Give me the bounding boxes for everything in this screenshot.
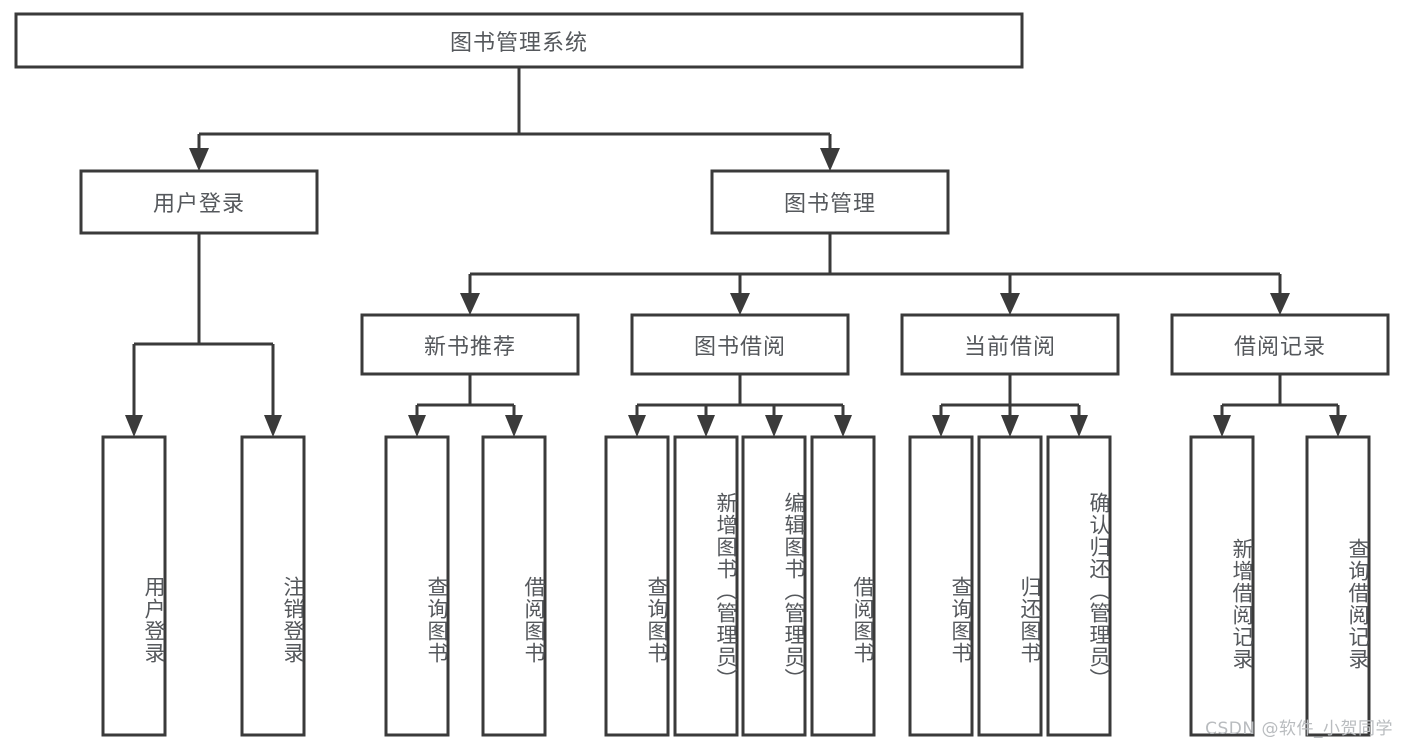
arrow-head-leaf13 bbox=[1329, 415, 1347, 437]
node-box-layer bbox=[14, 12, 1390, 737]
arrow-head-leaf2 bbox=[264, 415, 282, 437]
arrow-head-leaf4 bbox=[505, 415, 523, 437]
arrow-head-current bbox=[1000, 293, 1020, 315]
arrow-head-leaf11 bbox=[1070, 415, 1088, 437]
node-box-leaf6[interactable] bbox=[673, 435, 739, 737]
arrow-head-borrow bbox=[730, 293, 750, 315]
arrow-head-leaf9 bbox=[932, 415, 950, 437]
arrow-head-leaf1 bbox=[125, 415, 143, 437]
arrow-head-login bbox=[189, 148, 209, 171]
node-box-leaf13[interactable] bbox=[1305, 435, 1371, 737]
node-box-leaf9[interactable] bbox=[908, 435, 974, 737]
arrow-head-newbook bbox=[460, 293, 480, 315]
node-box-leaf10[interactable] bbox=[977, 435, 1043, 737]
node-box-leaf12[interactable] bbox=[1189, 435, 1255, 737]
arrow-head-leaf6 bbox=[697, 415, 715, 437]
connector-layer bbox=[125, 67, 1347, 437]
node-box-leaf2[interactable] bbox=[240, 435, 306, 737]
arrow-head-leaf5 bbox=[628, 415, 646, 437]
arrow-head-bookmgmt bbox=[820, 148, 840, 171]
node-box-leaf11[interactable] bbox=[1046, 435, 1112, 737]
node-box-borrow[interactable] bbox=[630, 313, 850, 376]
node-box-records[interactable] bbox=[1170, 313, 1390, 376]
node-box-root[interactable] bbox=[14, 12, 1024, 69]
node-box-leaf8[interactable] bbox=[810, 435, 876, 737]
node-box-login[interactable] bbox=[79, 169, 319, 235]
arrow-head-leaf3 bbox=[408, 415, 426, 437]
node-box-current[interactable] bbox=[900, 313, 1120, 376]
node-box-leaf1[interactable] bbox=[101, 435, 167, 737]
node-box-leaf5[interactable] bbox=[604, 435, 670, 737]
arrow-head-records bbox=[1270, 293, 1290, 315]
arrow-head-leaf10 bbox=[1001, 415, 1019, 437]
arrow-head-leaf12 bbox=[1213, 415, 1231, 437]
node-box-leaf7[interactable] bbox=[741, 435, 807, 737]
node-box-leaf4[interactable] bbox=[481, 435, 547, 737]
node-box-leaf3[interactable] bbox=[384, 435, 450, 737]
node-box-bookmgmt[interactable] bbox=[710, 169, 950, 235]
arrow-head-leaf8 bbox=[834, 415, 852, 437]
arrow-head-leaf7 bbox=[765, 415, 783, 437]
node-box-newbook[interactable] bbox=[360, 313, 580, 376]
